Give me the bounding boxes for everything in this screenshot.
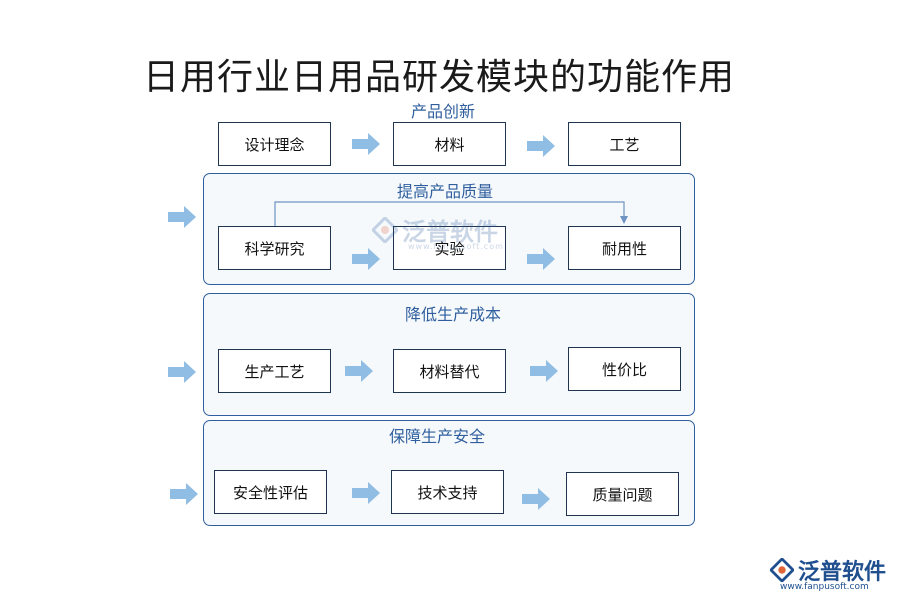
brand-logo: 泛普软件 <box>770 554 886 586</box>
flow-arrow-icon <box>527 135 555 157</box>
flow-arrow-icon <box>530 360 558 382</box>
flow-arrow-icon <box>527 248 555 270</box>
entry-arrow-icon <box>168 361 196 383</box>
logo-name: 泛普软件 <box>798 560 887 585</box>
flow-arrow-icon <box>522 488 550 510</box>
entry-arrow-icon <box>168 206 196 228</box>
section-title-cost: 降低生产成本 <box>405 305 502 324</box>
diagram-title: 日用行业日用品研发模块的功能作用 <box>143 57 736 98</box>
fanpu-logo-icon <box>372 216 398 243</box>
node-quality-issues: 质量问题 <box>566 472 679 516</box>
flow-arrow-icon <box>345 360 373 382</box>
node-craft: 工艺 <box>568 122 681 166</box>
flow-arrow-icon <box>352 248 380 270</box>
fanpu-logo-icon <box>770 558 794 582</box>
node-experiment: 实验 <box>393 226 506 270</box>
logo-url: www.fanpusoft.com <box>780 582 869 592</box>
flow-arrow-icon <box>352 482 380 504</box>
watermark: 泛普软件 www.fanpusoft.com <box>372 212 503 251</box>
flow-arrow-icon <box>352 133 380 155</box>
section-title-safety: 保障生产安全 <box>389 427 486 446</box>
entry-arrow-icon <box>170 483 198 505</box>
node-cost-performance: 性价比 <box>568 347 681 391</box>
node-design-concept: 设计理念 <box>218 122 331 166</box>
node-durability: 耐用性 <box>568 226 681 270</box>
node-safety-assessment: 安全性评估 <box>214 470 327 514</box>
node-scientific-research: 科学研究 <box>218 226 331 270</box>
watermark-url: www.fanpusoft.com <box>408 242 504 251</box>
watermark-name: 泛普软件 <box>402 218 498 246</box>
node-technical-support: 技术支持 <box>391 470 504 514</box>
node-material-substitution: 材料替代 <box>393 349 506 393</box>
node-production-process: 生产工艺 <box>218 349 331 393</box>
section-title-quality: 提高产品质量 <box>397 182 494 201</box>
node-material: 材料 <box>393 122 506 166</box>
section-title-product-innovation: 产品创新 <box>411 102 476 121</box>
